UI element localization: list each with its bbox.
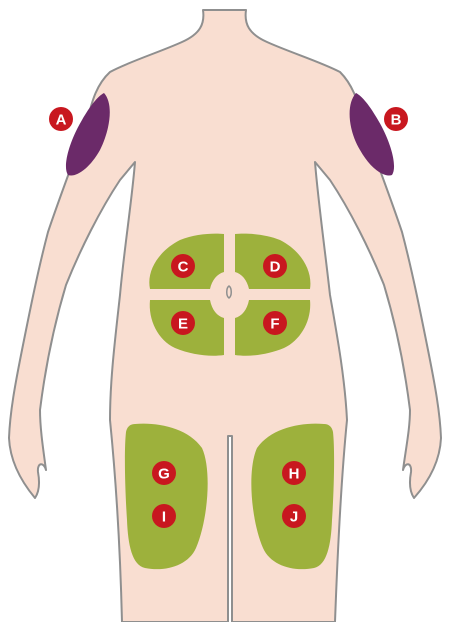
marker-d-label: D <box>270 259 281 276</box>
marker-a-label: A <box>56 112 67 129</box>
marker-j: J <box>282 504 306 528</box>
marker-g: G <box>152 461 176 485</box>
marker-i-label: I <box>162 509 166 526</box>
marker-i: I <box>152 504 176 528</box>
marker-h-label: H <box>289 466 300 483</box>
marker-a: A <box>49 107 73 131</box>
marker-c-label: C <box>178 259 189 276</box>
marker-e-label: E <box>178 316 188 333</box>
marker-c: C <box>171 254 195 278</box>
marker-d: D <box>263 254 287 278</box>
marker-f: F <box>263 311 287 335</box>
injection-zone-right-thigh <box>251 424 334 570</box>
body-silhouette <box>9 10 441 622</box>
injection-zone-left-thigh <box>125 424 208 570</box>
marker-e: E <box>171 311 195 335</box>
marker-f-label: F <box>270 316 279 333</box>
marker-j-label: J <box>290 509 298 526</box>
marker-g-label: G <box>158 466 170 483</box>
marker-b-label: B <box>391 112 402 129</box>
marker-h: H <box>282 461 306 485</box>
marker-b: B <box>384 107 408 131</box>
